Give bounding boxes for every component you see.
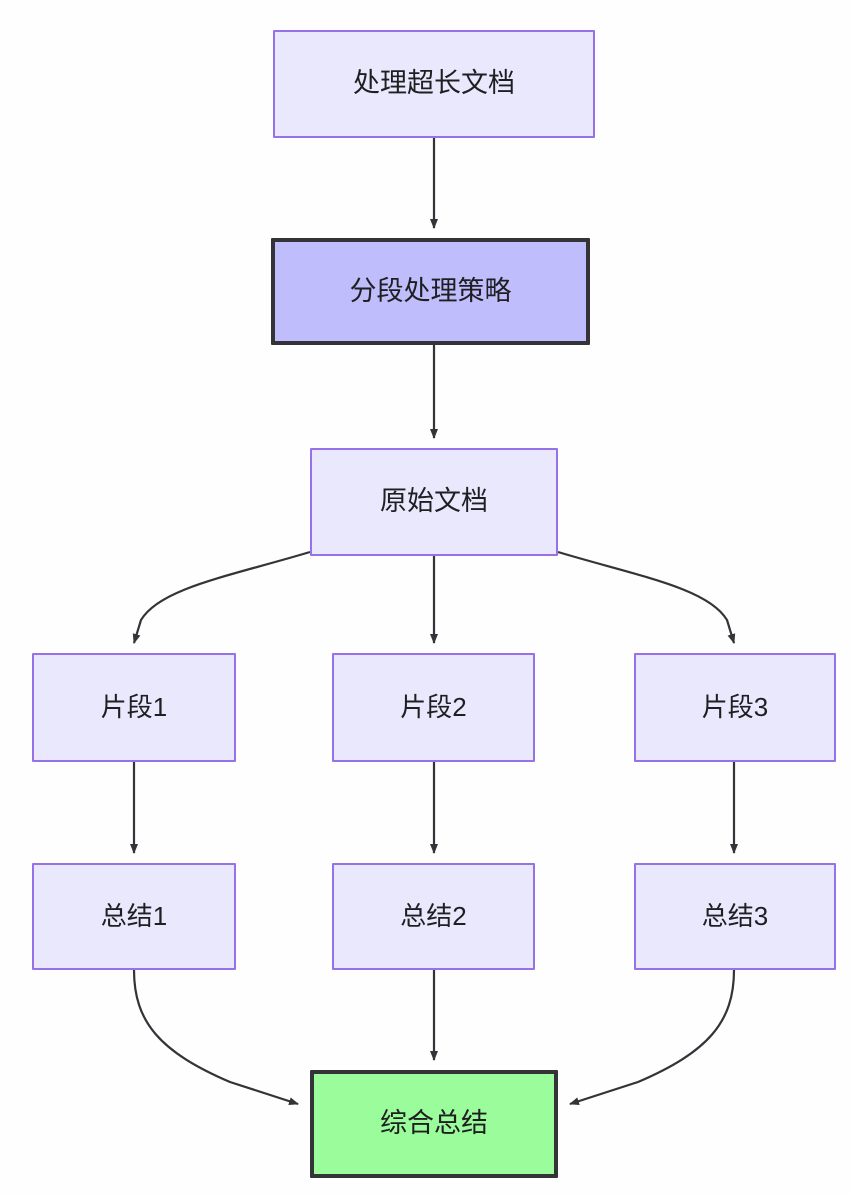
node-fragment-3-label: 片段3 [701, 692, 769, 723]
node-summary-1-label: 总结1 [100, 901, 168, 932]
node-source-doc-label: 原始文档 [380, 486, 488, 517]
node-summary-2-label: 总结2 [400, 901, 467, 932]
node-source-doc[interactable]: 原始文档 [310, 448, 558, 556]
node-summary-2[interactable]: 总结2 [332, 863, 535, 970]
node-fragment-1[interactable]: 片段1 [32, 653, 236, 762]
node-summary-3-label: 总结3 [701, 901, 769, 932]
node-summary-1[interactable]: 总结1 [32, 863, 236, 970]
edge-source-doc-to-fragment-3 [557, 550, 736, 644]
node-final-summary-label: 综合总结 [380, 1108, 488, 1139]
node-chunk-strategy[interactable]: 分段处理策略 [271, 238, 590, 345]
node-summary-3[interactable]: 总结3 [634, 863, 836, 970]
node-fragment-2-label: 片段2 [400, 692, 467, 723]
edge-summary-1-to-final-summary [132, 969, 299, 1106]
node-fragment-1-label: 片段1 [100, 692, 168, 723]
node-fragment-3[interactable]: 片段3 [634, 653, 836, 762]
node-long-doc[interactable]: 处理超长文档 [273, 30, 595, 138]
node-chunk-strategy-label: 分段处理策略 [349, 275, 512, 306]
node-final-summary[interactable]: 综合总结 [310, 1070, 558, 1178]
edge-summary-3-to-final-summary [569, 969, 736, 1106]
node-fragment-2[interactable]: 片段2 [332, 653, 535, 762]
node-long-doc-label: 处理超长文档 [353, 68, 515, 99]
edge-source-doc-to-fragment-1 [132, 550, 311, 644]
